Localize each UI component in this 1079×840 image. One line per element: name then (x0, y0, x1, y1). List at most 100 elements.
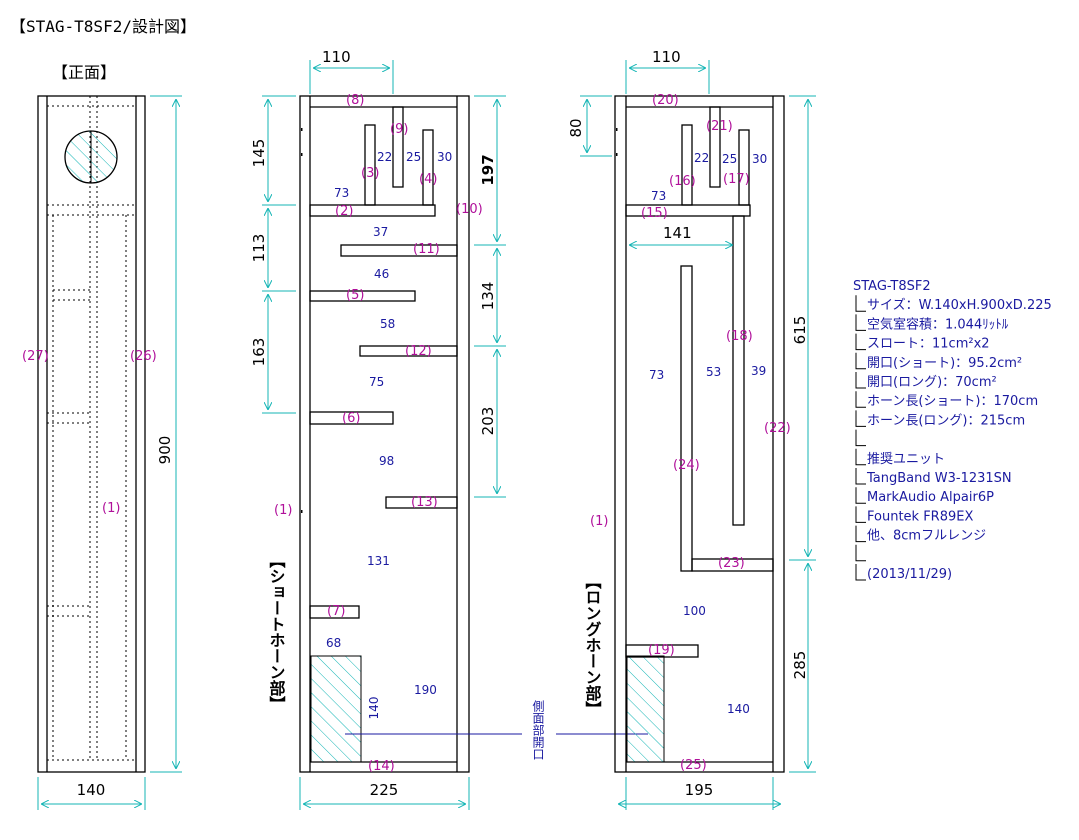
spec-line: 他、8cmフルレンジ (867, 529, 986, 544)
spec-line: スロート：11cm²x2 (867, 337, 990, 352)
long-size-25: 25 (722, 152, 737, 166)
long-part-15: (15) (641, 206, 668, 221)
long-inner-width-dim: 141 (663, 224, 692, 242)
short-part-1: (1) (274, 503, 292, 518)
long-part-20: (20) (652, 93, 679, 108)
spec-line: Fountek FR89EX (867, 509, 973, 524)
short-dim-134: 134 (479, 282, 497, 311)
spec-bracket (855, 525, 866, 543)
spec-line: 空気室容積：1.044ﾘｯﾄﾙ (867, 316, 1009, 332)
long-horn-section-label: 【ロングホーン部】 (583, 573, 602, 717)
short-size-131: 131 (367, 554, 390, 568)
long-dim-80: 80 (567, 118, 585, 137)
side-opening-label: 側面部開口 (531, 700, 545, 760)
spec-bracket (855, 506, 866, 523)
short-horn-section-label: 【ショートホーン部】 (267, 552, 286, 712)
long-size-73b: 73 (649, 368, 664, 382)
short-part-13: (13) (411, 495, 438, 510)
spec-heading: STAG-T8SF2 (853, 279, 931, 294)
short-size-98: 98 (379, 454, 394, 468)
long-size-53: 53 (706, 365, 721, 379)
short-size-58: 58 (380, 317, 395, 331)
front-view-label: 【正面】 (52, 63, 116, 82)
long-dim-615: 615 (791, 316, 809, 345)
long-size-22: 22 (694, 151, 709, 165)
short-horn-view: (8) (9) (3) (4) (2) (10) (11) (5) (12) (… (250, 48, 522, 810)
spec-line: サイズ：W.140xH.900xD.225 (867, 297, 1052, 313)
long-part-21: (21) (706, 119, 733, 134)
short-part-11: (11) (413, 242, 440, 257)
long-bottom-width-dim: 195 (685, 781, 714, 799)
short-size-68: 68 (326, 636, 341, 650)
short-size-22: 22 (377, 150, 392, 164)
short-bottom-width-dim: 225 (370, 781, 399, 799)
short-part-5: (5) (346, 288, 364, 303)
spec-bracket (855, 544, 866, 562)
spec-line: ホーン長(ショート)：170cm (867, 394, 1038, 409)
spec-bracket (855, 429, 866, 447)
short-size-46: 46 (374, 267, 389, 281)
long-part-25: (25) (680, 758, 707, 773)
spec-bracket (855, 295, 866, 312)
long-size-30: 30 (752, 152, 767, 166)
spec-line: (2013/11/29) (867, 567, 952, 582)
short-size-75: 75 (369, 375, 384, 389)
short-part-14: (14) (368, 759, 395, 774)
spec-bracket (855, 468, 866, 485)
front-height-dim: 900 (156, 436, 174, 465)
spec-bracket (855, 372, 866, 389)
short-dim-197: 197 (479, 154, 497, 185)
long-size-39: 39 (751, 364, 766, 378)
long-part-17: (17) (723, 172, 750, 187)
short-size-37: 37 (373, 225, 388, 239)
long-size-73: 73 (651, 189, 666, 203)
spec-line: 開口(ロング)：70cm² (867, 375, 997, 390)
long-horn-view: (20) (21) (16) (17) (15) (18) (22) (24) … (567, 48, 816, 810)
short-part-8: (8) (346, 93, 364, 108)
long-top-width-dim: 110 (652, 48, 681, 66)
front-part-27: (27) (22, 349, 49, 364)
short-dim-163: 163 (250, 338, 268, 367)
spec-line: 開口(ショート)：95.2cm² (867, 356, 1022, 371)
long-part-22: (22) (764, 421, 791, 436)
spec-line: TangBand W3-1231SN (866, 471, 1012, 486)
long-part-23: (23) (718, 556, 745, 571)
short-part-6: (6) (342, 411, 360, 426)
spec-bracket (855, 391, 866, 408)
long-part-1: (1) (590, 514, 608, 529)
spec-bracket (855, 333, 866, 351)
long-part-24: (24) (673, 458, 700, 473)
short-dim-113: 113 (250, 234, 268, 263)
short-size-140: 140 (367, 697, 381, 720)
spec-bracket (855, 564, 866, 581)
drawing-title: 【STAG-T8SF2/設計図】 (10, 17, 196, 36)
short-size-73: 73 (334, 186, 349, 200)
spec-bracket (855, 352, 866, 370)
spec-line: ホーン長(ロング)：215cm (867, 413, 1025, 428)
spec-line: 推奨ユニット (867, 452, 945, 467)
long-part-18: (18) (726, 329, 753, 344)
short-size-30: 30 (437, 150, 452, 164)
spec-bracket (855, 448, 866, 466)
spec-bracket (855, 314, 866, 331)
short-part-10: (10) (456, 202, 483, 217)
short-dim-203: 203 (479, 407, 497, 436)
spec-bracket (855, 410, 866, 427)
front-part-1: (1) (102, 501, 120, 516)
long-dim-285: 285 (791, 651, 809, 680)
long-part-16: (16) (669, 174, 696, 189)
spec-list: STAG-T8SF2 サイズ：W.140xH.900xD.225 空気室容積：1.… (853, 279, 1052, 582)
short-size-25: 25 (406, 150, 421, 164)
front-width-dim: 140 (77, 781, 106, 799)
short-part-12: (12) (405, 344, 432, 359)
short-part-2: (2) (335, 204, 353, 219)
long-part-19: (19) (648, 643, 675, 658)
spec-line: MarkAudio Alpair6P (867, 490, 994, 505)
short-part-4: (4) (419, 172, 437, 187)
short-part-7: (7) (327, 604, 345, 619)
long-size-100: 100 (683, 604, 706, 618)
spec-bracket (855, 487, 866, 504)
short-dim-145: 145 (250, 139, 268, 168)
short-part-3: (3) (361, 166, 379, 181)
